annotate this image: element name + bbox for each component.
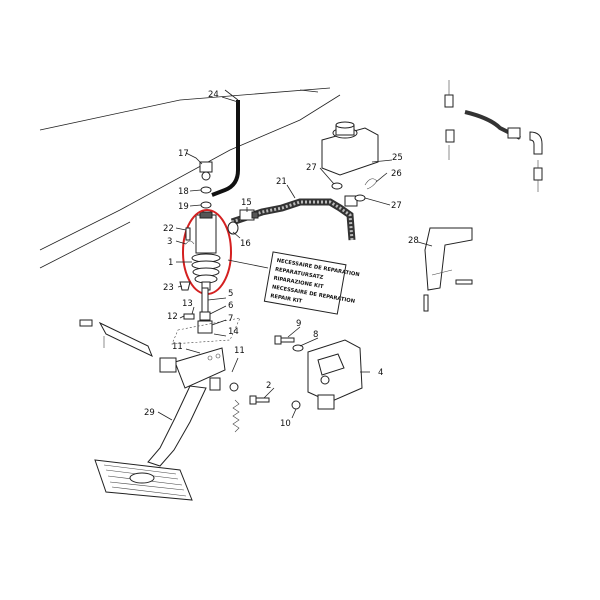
brake-line-24 — [211, 89, 240, 197]
shaft-11 — [79, 319, 153, 358]
clamp-26 — [364, 178, 378, 190]
leader-lines — [157, 96, 433, 421]
bolt-9 — [274, 335, 295, 345]
callout-23: 23 — [163, 283, 174, 293]
seal-16 — [227, 221, 239, 235]
callout-11-left: 11 — [172, 342, 183, 352]
pin-12-13 — [171, 313, 241, 345]
callout-13: 13 — [182, 299, 193, 309]
callout-12: 12 — [167, 312, 178, 322]
callout-22: 22 — [163, 224, 174, 234]
callout-14: 14 — [228, 327, 239, 337]
callouts: 24 17 18 19 22 3 1 15 16 21 27 25 26 27 … — [144, 90, 419, 429]
callout-28: 28 — [408, 236, 419, 246]
reservoir-25 — [321, 121, 379, 176]
callout-17: 17 — [178, 149, 189, 159]
spring-14 — [232, 399, 240, 433]
callout-27-lower: 27 — [391, 201, 402, 211]
callout-5: 5 — [228, 289, 233, 299]
callout-21: 21 — [276, 177, 287, 187]
fitting-17 — [199, 161, 213, 181]
washer-8 — [292, 344, 304, 352]
washer-19 — [200, 201, 212, 209]
callout-10: 10 — [280, 419, 291, 429]
washer-18 — [200, 186, 212, 194]
clamp-27a — [331, 182, 343, 190]
callout-26: 26 — [391, 169, 402, 179]
callout-8: 8 — [313, 330, 318, 340]
hose-21 — [230, 195, 358, 241]
callout-9: 9 — [296, 319, 301, 329]
bracket-4 — [307, 339, 363, 410]
fitting-15 — [239, 209, 259, 221]
callout-16: 16 — [240, 239, 251, 249]
callout-24: 24 — [208, 90, 219, 100]
callout-2: 2 — [266, 381, 271, 391]
bolt-23 — [179, 281, 191, 291]
clevis-7 — [197, 320, 213, 334]
repair-kit-line-5: REPAIR KIT — [270, 293, 303, 305]
repair-kit-leader — [227, 259, 269, 269]
callout-1: 1 — [168, 258, 173, 268]
master-cylinder-1 — [191, 211, 221, 291]
callout-18: 18 — [178, 187, 189, 197]
pedal-pad — [94, 459, 193, 501]
callout-27-upper: 27 — [306, 163, 317, 173]
callout-3: 3 — [167, 237, 172, 247]
callout-7: 7 — [228, 314, 233, 324]
screw-22 — [185, 227, 191, 241]
nut-6 — [199, 311, 211, 321]
clip-3 — [185, 240, 195, 245]
callout-25: 25 — [392, 153, 403, 163]
pushrod-5 — [201, 287, 209, 315]
bracket-28 — [423, 227, 473, 312]
callout-15: 15 — [241, 198, 252, 208]
brake-pipe-upper-right — [444, 80, 543, 192]
body-panel — [39, 87, 341, 269]
callout-19: 19 — [178, 202, 189, 212]
callout-11-right: 11 — [234, 346, 245, 356]
pedal-arm-29 — [147, 385, 207, 467]
clamp-27b — [354, 194, 366, 202]
callout-4: 4 — [378, 368, 383, 378]
bolt-2 — [249, 395, 270, 405]
pedal-bracket-11 — [159, 347, 239, 392]
washer-10 — [291, 400, 301, 410]
repair-kit-tag: NECESSAIRE DE REPARATION REPARATURSATZ R… — [263, 251, 360, 315]
callout-6: 6 — [228, 301, 233, 311]
callout-29: 29 — [144, 408, 155, 418]
